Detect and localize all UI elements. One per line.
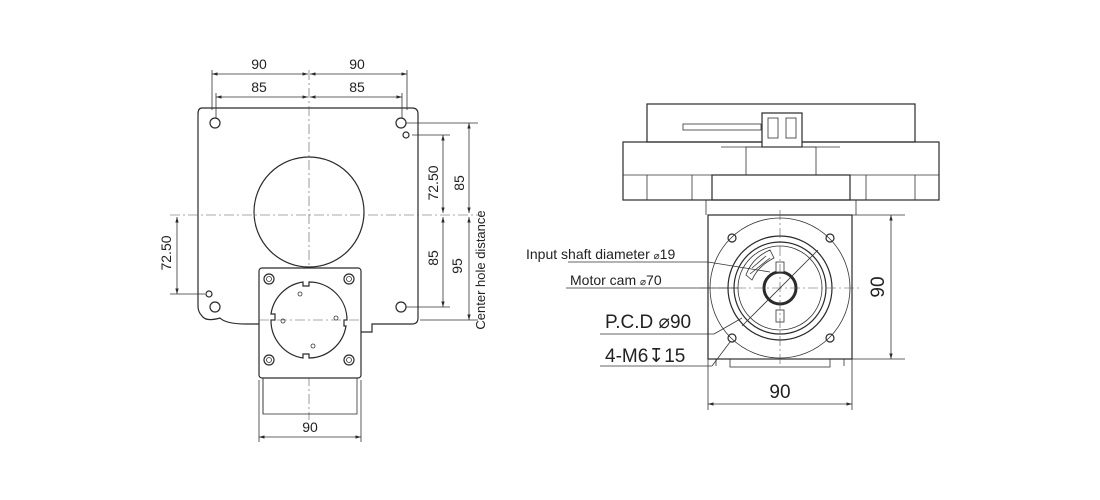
dim-right-85-upper: 85: [451, 175, 467, 191]
side-lever-arm: [682, 123, 762, 131]
side-connector: [761, 112, 803, 148]
dim-top-right-85: 85: [349, 79, 365, 95]
front-view: 90 90 85 85 72.50 85 85 95 Center hole d…: [158, 56, 488, 442]
side-view: Input shaft diameter ⌀19 Motor cam ⌀70 P…: [526, 103, 940, 410]
dim-left-72-50: 72.50: [158, 235, 174, 270]
front-hole-tr-small: [402, 131, 410, 139]
dim-right-95: 95: [449, 258, 465, 274]
callout-input-shaft: Input shaft diameter ⌀19: [526, 246, 675, 262]
dim-right-85-lower: 85: [425, 250, 441, 266]
side-wide-plate: [622, 141, 940, 201]
side-hole-bl: [727, 333, 737, 343]
front-flange-hole-1: [297, 291, 303, 297]
front-gearbox-bolts: [263, 273, 355, 366]
front-hole-tr: [395, 117, 407, 129]
callout-pcd: P.C.D ⌀90: [605, 312, 691, 333]
side-cam-hatch: [745, 249, 775, 281]
dim-side-width-90: 90: [769, 382, 790, 403]
front-gearbox-base: [262, 377, 358, 415]
dim-top-right-90: 90: [349, 56, 365, 72]
dim-top-left-90: 90: [251, 56, 267, 72]
side-hole-tl: [727, 233, 737, 243]
front-motor-flange: [270, 281, 348, 359]
label-center-hole-distance: Center hole distance: [473, 210, 488, 329]
leader-input-shaft: [707, 261, 771, 273]
front-hole-tl: [209, 117, 221, 129]
side-hole-tr: [825, 233, 835, 243]
callout-holes: 4-M6↧15: [605, 346, 685, 367]
front-flange-hole-4: [310, 343, 316, 349]
front-hole-br: [395, 301, 407, 313]
dim-bottom-90: 90: [302, 419, 318, 435]
callout-motor-cam: Motor cam ⌀70: [570, 272, 662, 288]
side-hole-br: [825, 333, 835, 343]
front-plate-outline: [197, 107, 419, 333]
dim-right-72-50: 72.50: [425, 165, 441, 200]
front-flange-hole-2: [280, 318, 286, 324]
dim-side-height-90: 90: [868, 276, 889, 297]
front-hole-bl: [205, 290, 213, 298]
dim-top-left-85: 85: [251, 79, 267, 95]
front-hole-bl2: [209, 301, 221, 313]
